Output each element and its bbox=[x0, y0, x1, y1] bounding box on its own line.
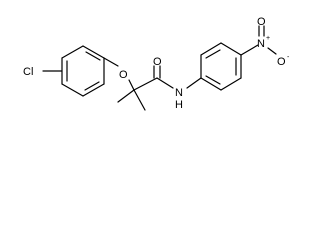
charge-o-nitro: - bbox=[287, 54, 290, 61]
atom-o-carbonyl: O bbox=[153, 56, 162, 68]
bond-ring-nitro bbox=[240, 44, 259, 56]
atom-o-nitro-right: O bbox=[277, 56, 286, 68]
molecule-structure: Cl O O N H N + O O - bbox=[23, 16, 290, 111]
bond-c-carbonyl bbox=[133, 77, 158, 91]
bond-c-n bbox=[156, 77, 174, 89]
atom-cl: Cl bbox=[23, 66, 33, 78]
nitrophenyl-ring bbox=[200, 42, 242, 91]
bond-methyl-left bbox=[117, 89, 135, 103]
chlorophenyl-ring bbox=[61, 45, 105, 97]
bond-o-c bbox=[128, 79, 135, 91]
bond-n-ring bbox=[186, 77, 202, 89]
bond-methyl-down bbox=[133, 89, 146, 111]
charge-n-nitro: + bbox=[266, 35, 270, 42]
atom-o-nitro-top: O bbox=[257, 16, 266, 28]
atom-n-amide: N bbox=[175, 87, 183, 99]
atom-o-ether: O bbox=[119, 69, 128, 81]
bond-ring-o bbox=[103, 57, 119, 67]
atom-h-amide: H bbox=[175, 99, 183, 111]
bond-nitro-right bbox=[267, 47, 277, 55]
atom-n-nitro: N bbox=[257, 38, 265, 50]
